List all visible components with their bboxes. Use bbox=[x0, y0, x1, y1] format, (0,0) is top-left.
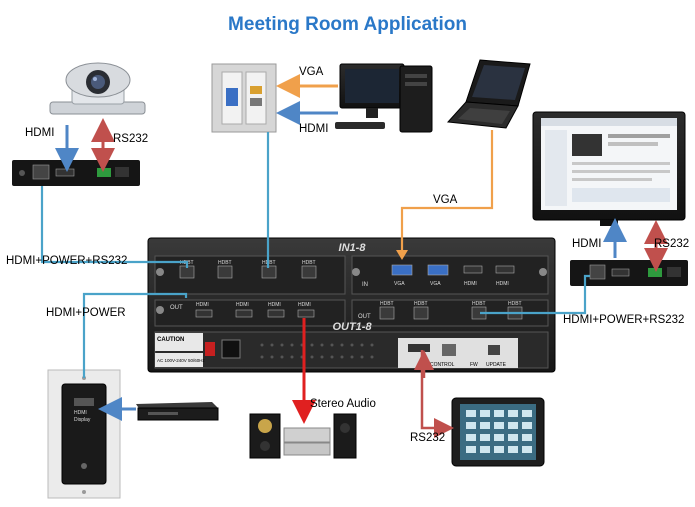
speaker-system-icon bbox=[249, 413, 357, 459]
laptop-vga-label: VGA bbox=[433, 194, 458, 206]
diagram-title: Meeting Room Application bbox=[228, 14, 467, 35]
laptop-icon bbox=[446, 59, 531, 129]
ptz-camera-icon bbox=[49, 62, 146, 115]
laptop-vga-cable bbox=[400, 130, 494, 256]
hdmi-out-2: HDMI bbox=[236, 302, 249, 308]
hdbt-in-4: HDBT bbox=[302, 260, 316, 266]
hdmi-out-3: HDMI bbox=[268, 302, 281, 308]
hdbt-out-3: HDBT bbox=[472, 301, 486, 307]
hdbt-out-4: HDBT bbox=[508, 301, 522, 307]
chassis-out-label: OUT1-8 bbox=[332, 321, 372, 333]
power-spec-label: AC 100V-240V 50/60Hz bbox=[157, 358, 206, 363]
plate-hdmi-label: HDMI bbox=[299, 123, 329, 135]
hdmi-in-2: HDMI bbox=[496, 281, 509, 287]
matrix-switcher-icon bbox=[147, 237, 556, 373]
desktop-pc-icon bbox=[335, 63, 433, 133]
audio-label: Stereo Audio bbox=[310, 398, 376, 410]
chassis-out-port-right-label: OUT bbox=[358, 314, 371, 320]
cam-link-label: HDMI+POWER+RS232 bbox=[6, 255, 128, 267]
cam-hdbt-cable bbox=[40, 186, 189, 268]
wallplate-out-cable bbox=[82, 292, 188, 378]
blu-ray-player-icon bbox=[136, 402, 219, 421]
cam-hdmi-label: HDMI bbox=[25, 127, 55, 139]
hdbt-out-2: HDBT bbox=[414, 301, 428, 307]
panel-rs232-label: RS232 bbox=[410, 432, 446, 444]
wallplate-display-label: Display bbox=[74, 417, 91, 423]
vga-in-1: VGA bbox=[394, 281, 405, 287]
hdmi-in-1: HDMI bbox=[464, 281, 477, 287]
disp-link-label: HDMI+POWER+RS232 bbox=[563, 314, 685, 326]
caution-label: CAUTION bbox=[157, 337, 184, 343]
wall-link-label: HDMI+POWER bbox=[46, 307, 126, 319]
update-label: UPDATE bbox=[486, 362, 507, 368]
chassis-out-port-left-label: OUT bbox=[170, 305, 183, 311]
touch-panel-icon bbox=[451, 397, 545, 467]
monitor-icon bbox=[532, 111, 686, 226]
hdbt-receiver-icon bbox=[570, 260, 688, 286]
vga-in-2: VGA bbox=[430, 281, 441, 287]
fw-label: FW bbox=[470, 362, 478, 368]
hdbt-wallplate-icon bbox=[47, 369, 121, 499]
hdbt-receiver-icon bbox=[12, 160, 140, 186]
panel-rs232-arrow bbox=[420, 350, 454, 438]
control-label: CONTROL bbox=[430, 362, 455, 368]
display-hdbt-cable bbox=[480, 274, 590, 315]
hdmi-out-1: HDMI bbox=[196, 302, 209, 308]
hdbt-in-2: HDBT bbox=[218, 260, 232, 266]
hdmi-out-4: HDMI bbox=[298, 302, 311, 308]
chassis-in-port-label: IN bbox=[362, 282, 368, 288]
cam-rs232-label: RS232 bbox=[113, 133, 149, 145]
disp-hdmi-label: HDMI bbox=[572, 238, 602, 250]
hdbt-out-1: HDBT bbox=[380, 301, 394, 307]
disp-rs232-label: RS232 bbox=[654, 238, 690, 250]
chassis-in-label: IN1-8 bbox=[339, 242, 367, 254]
laptop-vga-arrowhead bbox=[396, 250, 408, 260]
wallplate-hdmi-label: HDMI bbox=[74, 410, 87, 416]
plate-vga-label: VGA bbox=[299, 66, 324, 78]
wall-plate-icon bbox=[211, 63, 277, 133]
